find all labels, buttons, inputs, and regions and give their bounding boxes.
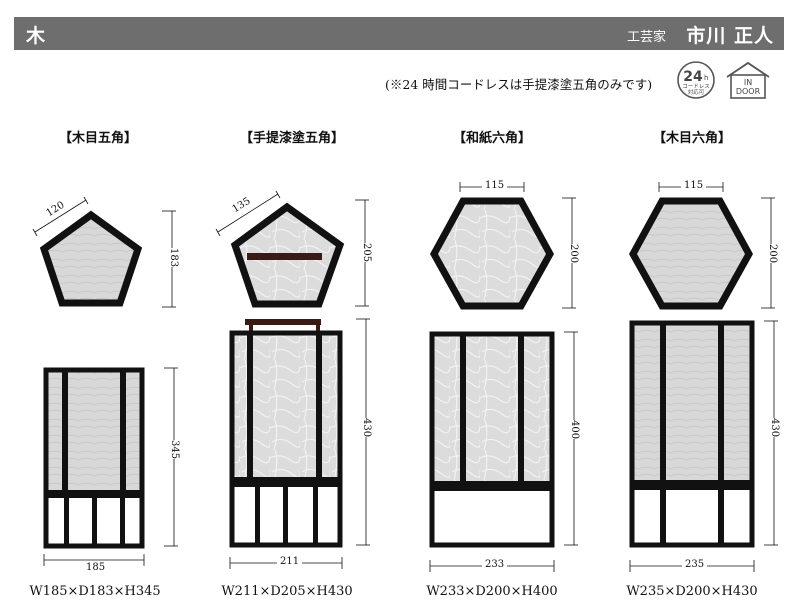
category-label: 木 [26,25,46,47]
artist-name: 市川 正人 [686,25,774,47]
dim-top-width-4: 115 [681,180,707,191]
dim-body-width-2: 211 [277,556,303,567]
dim-body-width-1: 185 [86,562,106,573]
badge-24-line2: 対応可 [688,88,705,96]
lantern-front-view-4 [629,320,778,572]
product-title-3: 【和紙六角】 [452,131,531,146]
dim-body-height-1: 345 [169,440,180,460]
artist-role: 工芸家 [626,30,666,45]
product-title-1: 【木目五角】 [58,131,137,146]
lantern-front-view-2 [229,318,370,569]
header-bar: 木 工芸家 市川 正人 [14,17,784,50]
lantern-front-view-1 [43,367,178,566]
dim-top-height-4: 200 [767,244,778,264]
pentagon-top-view-2 [215,190,369,308]
badge-24-unit: h [704,74,708,82]
product-spec-2: W211×D205×H430 [221,584,353,599]
cordless-24h-icon: 24 h コードレス 対応可 [677,61,715,99]
dim-body-height-3: 400 [569,420,580,440]
dim-body-height-2: 430 [361,418,372,438]
pentagon-top-view-1 [32,196,176,308]
indoor-line1: IN [744,78,752,87]
lantern-front-view-3 [429,331,578,572]
badge-24-line1: コードレス [682,83,710,90]
dim-body-width-3: 233 [482,559,508,570]
product-title-2: 【手提漆塗五角】 [239,131,344,146]
cordless-note: (※24 時間コードレスは手提漆塗五角のみです) [385,77,653,92]
product-title-4: 【木目六角】 [652,131,731,146]
indoor-icon: IN DOOR [726,61,770,99]
dim-top-height-3: 200 [568,244,579,264]
product-spec-3: W233×D200×H400 [426,584,558,599]
indoor-line2: DOOR [736,87,761,96]
hexagon-top-view-4 [629,182,775,310]
badge-24-number: 24 [683,69,703,85]
product-spec-1: W185×D183×H345 [29,584,161,599]
hexagon-top-view-3 [430,182,576,310]
dim-top-width-3: 115 [482,180,508,191]
dim-body-height-4: 430 [769,418,780,438]
dim-top-height-1: 183 [168,248,179,268]
dim-body-width-4: 235 [682,559,708,570]
dim-top-height-2: 205 [361,243,372,263]
product-spec-4: W235×D200×H430 [626,584,758,599]
